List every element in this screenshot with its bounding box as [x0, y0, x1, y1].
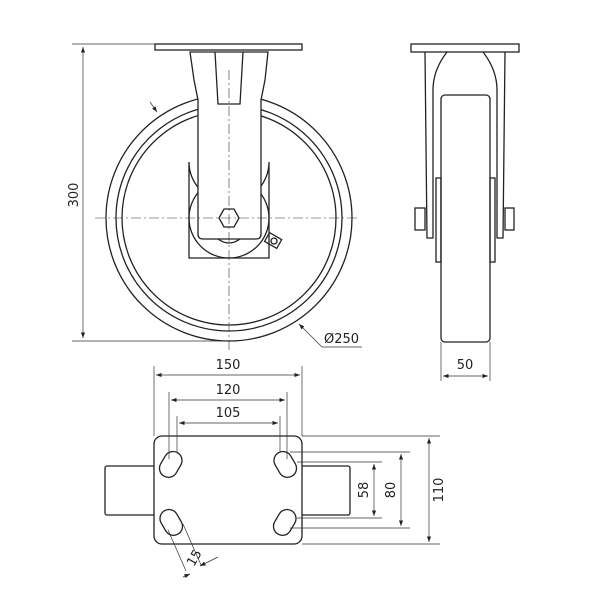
axle-right: [300, 465, 351, 516]
top-plate-side: [410, 43, 520, 53]
top-plate-front: [154, 43, 303, 51]
side-view: 50: [410, 43, 520, 381]
dim-hole-spacing-outer-x: 120: [216, 383, 241, 398]
hub-left: [435, 177, 442, 263]
dim-hole-spacing-outer-y: 80: [384, 482, 399, 499]
grease-nipple-icon: [263, 231, 283, 250]
dim-slot-width: 15: [184, 547, 205, 569]
nut-left-icon: [414, 207, 426, 231]
dim-hole-spacing-inner-x: 105: [216, 406, 241, 421]
nut-right-icon: [504, 207, 515, 231]
dim-hole-spacing-inner-y: 58: [357, 482, 372, 499]
slot-icon: [158, 450, 183, 478]
dim-overall-height: 300: [67, 183, 82, 208]
hub-right: [489, 177, 496, 263]
wheel-side: [440, 94, 491, 343]
front-view: 300 Ø250: [67, 43, 362, 350]
fork-leg-left: [424, 51, 448, 239]
slot-icon: [273, 450, 298, 478]
fork-leg-right: [482, 51, 506, 239]
slot-icon: [272, 508, 297, 536]
dim-plate-width: 110: [432, 478, 447, 503]
mounting-slots: [158, 450, 298, 536]
slot-icon: [159, 508, 184, 536]
dim-wheel-diameter: Ø250: [324, 332, 359, 347]
bottom-view: 150 120 105 110 80 58 15: [104, 358, 447, 579]
fork-stem: [214, 51, 244, 105]
mounting-plate: [153, 435, 303, 545]
axle-washer: [217, 238, 241, 244]
dim-plate-length: 150: [216, 358, 241, 373]
axle-left: [104, 465, 156, 516]
dim-wheel-width: 50: [457, 358, 474, 373]
